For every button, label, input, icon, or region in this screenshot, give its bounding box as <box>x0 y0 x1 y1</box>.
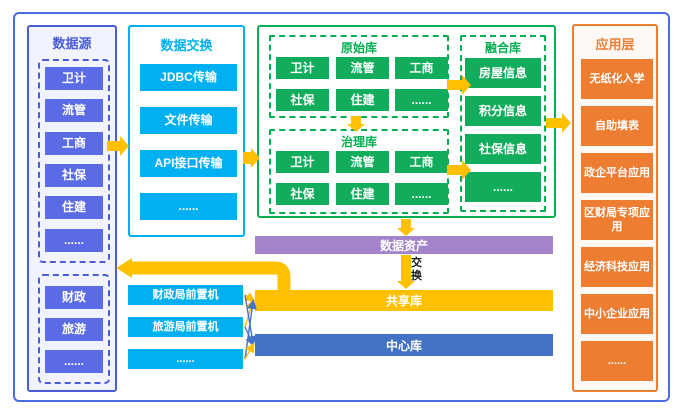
exchange-item: 文件传输 <box>140 107 237 134</box>
frontend-item: 财政局前置机 <box>128 285 243 305</box>
data-asset-bar: 数据资产 <box>255 236 553 254</box>
application-item: 自助填表 <box>581 106 653 146</box>
fusion-db-item: 社保信息 <box>465 134 541 164</box>
datasource-item: 流管 <box>45 99 103 122</box>
datasource-item: 工商 <box>45 132 103 155</box>
application-item: ...... <box>581 341 653 381</box>
datasource-item: 卫计 <box>45 67 103 90</box>
datasource-item: 财政 <box>45 286 103 309</box>
exchange-item: ...... <box>140 193 237 220</box>
raw-db-item: 工商 <box>395 57 448 79</box>
datasource-item: 社保 <box>45 164 103 187</box>
fusion-db-title: 融合库 <box>484 41 521 55</box>
raw-db-item: 社保 <box>276 89 329 111</box>
datasource-upper-group <box>38 59 110 263</box>
datasource-item: 住建 <box>45 196 103 219</box>
governance-db-item: 住建 <box>336 183 389 205</box>
exchange-title: 数据交换 <box>160 38 213 53</box>
application-title: 应用层 <box>595 37 635 52</box>
diagram-outer-frame <box>13 12 670 402</box>
raw-db-item: 流管 <box>336 57 389 79</box>
fusion-db-item: 房屋信息 <box>465 58 541 88</box>
fusion-db-item: 积分信息 <box>465 96 541 126</box>
exchange-panel: 数据交换 JDBC传输 文件传输 API接口传输 ...... <box>128 25 245 237</box>
governance-db-item: 卫计 <box>276 151 329 173</box>
datasource-lower-group <box>38 274 110 384</box>
datasource-panel: 数据源 卫计 流管 工商 社保 住建 ...... 财政 旅游 ...... <box>27 25 117 392</box>
application-panel: 应用层 无纸化入学 自助填表 政企平台应用 区财局专项应用 经济科技应用 中小企… <box>572 24 658 392</box>
datasource-title: 数据源 <box>52 36 92 51</box>
application-item: 中小企业应用 <box>581 294 653 334</box>
exchange-item: API接口传输 <box>140 150 237 177</box>
governance-db-item: 流管 <box>336 151 389 173</box>
libraries-container: 原始库 卫计 流管 工商 社保 住建 ...... 治理库 卫计 流管 工商 社… <box>257 25 556 218</box>
application-item: 无纸化入学 <box>581 59 653 99</box>
governance-db-item: ...... <box>395 183 448 205</box>
fusion-db-item: ...... <box>465 172 541 202</box>
fusion-db-group: 融合库 <box>460 35 546 212</box>
raw-db-title: 原始库 <box>340 41 377 55</box>
exchange-arrow-label: 交换 <box>411 257 422 282</box>
governance-db-item: 工商 <box>395 151 448 173</box>
application-item: 区财局专项应用 <box>581 200 653 240</box>
datasource-item: 旅游 <box>45 318 103 341</box>
center-db-bar: 中心库 <box>255 334 553 356</box>
frontend-item: ...... <box>128 349 243 369</box>
shared-db-bar: 共享库 <box>255 290 553 311</box>
raw-db-item: 住建 <box>336 89 389 111</box>
governance-db-item: 社保 <box>276 183 329 205</box>
datasource-item: ...... <box>45 229 103 252</box>
governance-db-title: 治理库 <box>340 135 377 149</box>
application-item: 经济科技应用 <box>581 247 653 287</box>
application-item: 政企平台应用 <box>581 153 653 193</box>
datasource-item: ...... <box>45 350 103 373</box>
exchange-item: JDBC传输 <box>140 64 237 91</box>
raw-db-item: ...... <box>395 89 448 111</box>
raw-db-item: 卫计 <box>276 57 329 79</box>
frontend-item: 旅游局前置机 <box>128 317 243 337</box>
